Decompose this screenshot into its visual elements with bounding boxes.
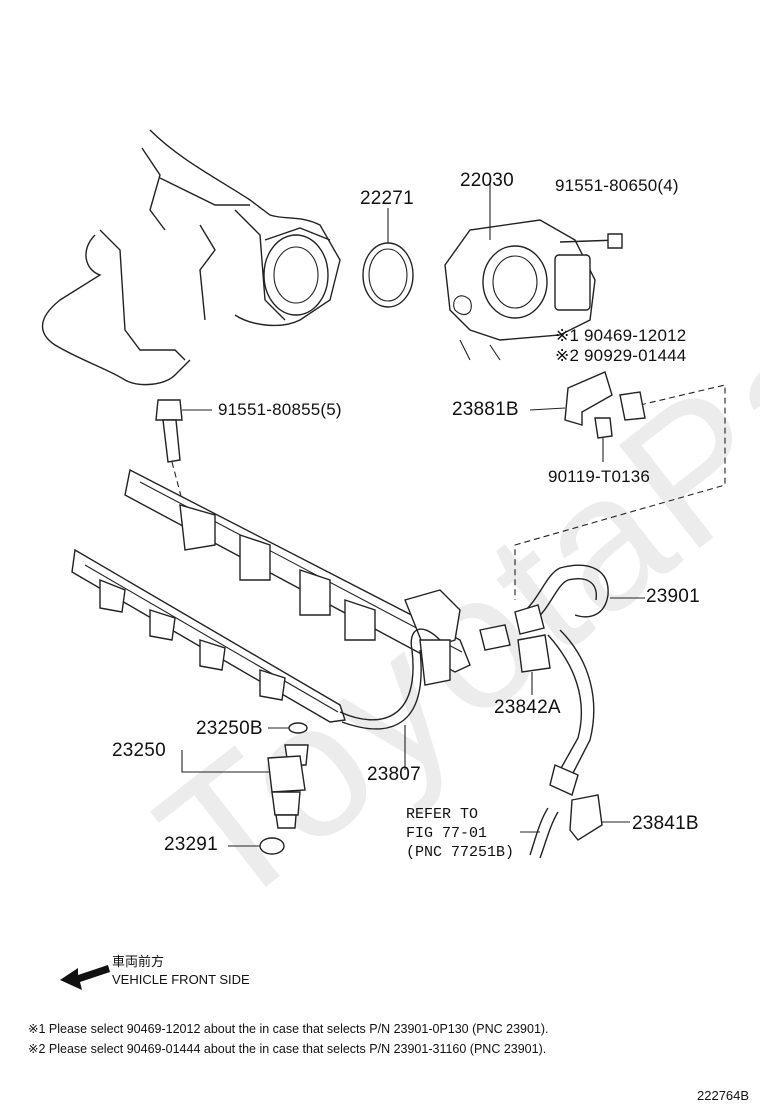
front-label-jp: 車両前方 — [112, 954, 165, 969]
label-90929-01444: ※2 90929-01444 — [555, 346, 687, 365]
footnote-2: ※2 Please select 90469-01444 about the i… — [28, 1042, 547, 1056]
label-23901: 23901 — [646, 586, 700, 607]
refer-line-2: FIG 77-01 — [406, 825, 488, 842]
figure-id: 222764B — [697, 1088, 750, 1103]
injector-assembly-drawing — [181, 722, 309, 855]
bolt-91551-80855-drawing — [155, 399, 212, 501]
label-90119-t0136: 90119-T0136 — [548, 467, 651, 486]
intake-manifold-drawing — [41, 129, 341, 386]
label-22271: 22271 — [360, 188, 414, 209]
footnote-1: ※1 Please select 90469-12012 about the i… — [28, 1022, 549, 1036]
label-23250: 23250 — [112, 740, 166, 761]
label-23807: 23807 — [367, 764, 421, 785]
fuel-hose-23901-drawing — [514, 564, 645, 796]
label-22030: 22030 — [460, 170, 514, 191]
label-23881b: 23881B — [452, 399, 519, 420]
clip-23841b-drawing — [520, 794, 630, 859]
clip-23842a-drawing — [517, 634, 551, 695]
refer-line-3: (PNC 77251B) — [406, 844, 515, 861]
label-23291: 23291 — [164, 834, 218, 855]
fuel-hose-23807-drawing — [339, 628, 441, 770]
front-label-en: VEHICLE FRONT SIDE — [112, 972, 250, 987]
label-91551-80650: 91551-80650(4) — [555, 176, 679, 195]
label-23250b: 23250B — [196, 718, 263, 739]
label-23842a: 23842A — [494, 697, 561, 718]
fuel-rail-lower-drawing — [71, 548, 346, 723]
bracket-23881b-drawing — [529, 371, 646, 462]
dashed-connection — [514, 384, 726, 600]
label-23841b: 23841B — [632, 813, 699, 834]
refer-line-1: REFER TO — [406, 806, 479, 823]
gasket-22271-drawing — [362, 208, 414, 308]
label-90469-12012: ※1 90469-12012 — [555, 326, 687, 345]
front-arrow-icon — [60, 965, 110, 990]
fuel-rail-upper-drawing — [124, 468, 511, 686]
throttle-body-drawing — [444, 180, 623, 361]
label-91551-80855: 91551-80855(5) — [218, 400, 342, 419]
